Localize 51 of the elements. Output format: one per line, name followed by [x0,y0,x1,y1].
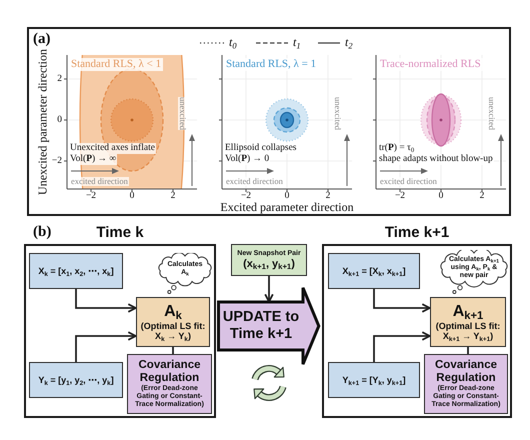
process-box [430,297,506,347]
process-box [127,354,212,414]
panel-heading: Time k [96,224,144,242]
box-text: (Optimal LS fit: X$_{k}$ → Y$_{k}$) [140,321,206,341]
thought-bubble [439,250,509,294]
legend-text: t$_{0}$ [229,35,237,49]
data-box [29,362,123,398]
box-heading: Covariance Regulation [137,359,202,384]
block-arrow [217,286,321,366]
panel-heading: Time k+1 [384,224,450,242]
tick-label: 2 [57,74,62,84]
tick-label: −2 [86,191,96,201]
annotation-text: Vol(P) → ∞ [69,154,118,165]
arrow [75,289,137,313]
formula-text: Y$_{k}$ = [y$_{1}$, y$_{2}$, ⋯, y$_{k}$] [38,374,114,386]
data-box [29,253,123,289]
formula-text: X$_{k+1}$ = [X$_{k}$, x$_{k+1}$] [342,266,406,276]
arrow [373,289,431,313]
arrow [264,276,274,303]
legend-text: t$_{1}$ [293,35,301,49]
tick-label: −2 [52,156,62,166]
box-heading: Covariance Regulation [434,359,498,384]
arrow [75,331,137,362]
formula-text: (x$_{k+1}$, y$_{k+1}$) [243,258,295,271]
panel-letter: (b) [33,224,52,240]
data-box [328,253,420,289]
data-box [328,362,420,398]
axis-label: Excited parameter direction [220,201,354,214]
arrow [373,331,431,362]
connector-line [467,347,469,354]
tick-label: 2 [170,191,176,201]
formula-text: Y$_{k+1}$ = [Y$_{k}$, y$_{k+1}$] [342,374,406,386]
connector-line [172,347,174,354]
box-text: (Optimal LS fit: X$_{k+1}$ → Y$_{k+1}$) [434,321,502,341]
plot-title: Standard RLS, λ < 1 [69,58,164,71]
panel-letter: (a) [33,31,50,47]
box-heading: A$_{k}$ [164,303,182,321]
data-box [231,244,307,276]
box-heading: A$_{k+1}$ [452,303,484,321]
thought-bubble [157,253,213,294]
process-box [136,297,210,347]
direction-label: excited direction [70,177,129,186]
legend-text: t$_{2}$ [345,35,353,49]
formula-text: X$_{k}$ = [x$_{1}$, x$_{2}$, ⋯, x$_{k}$] [38,266,114,276]
axis-label: Unexcited parameter direction [36,49,50,195]
process-box [424,354,508,414]
tick-label: 0 [130,191,134,201]
annotation-text: Unexcited axes inflate [69,143,156,154]
tick-label: 0 [57,115,62,125]
direction-label: unexcited [178,97,187,130]
arrow-text: UPDATE to Time k+1 [222,309,300,343]
